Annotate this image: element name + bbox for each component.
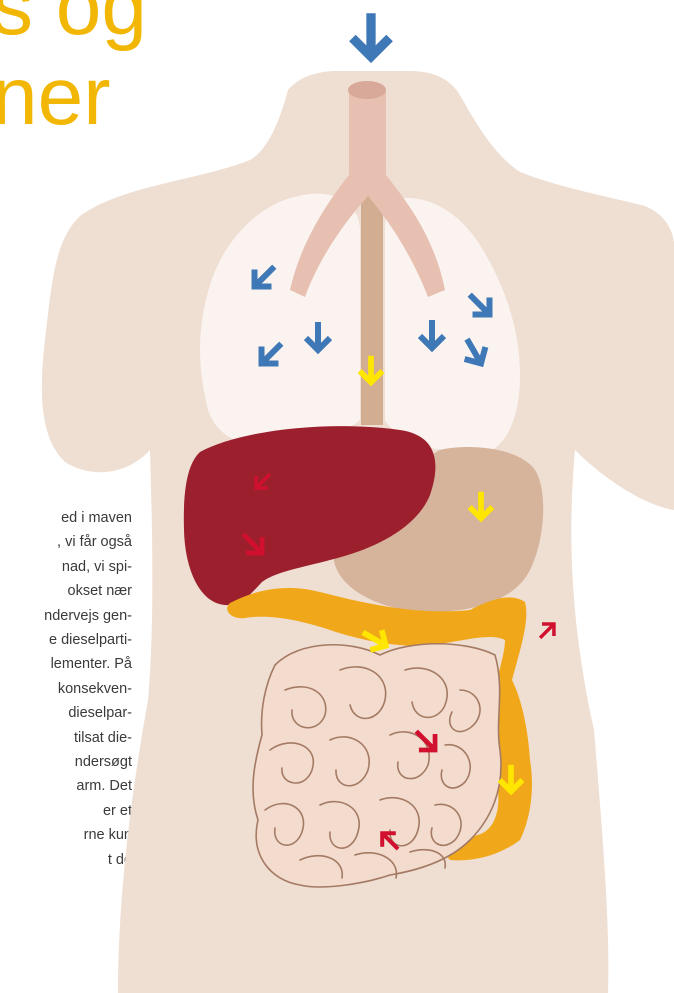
trachea-opening (348, 81, 386, 99)
air-flow-arrow-icon (352, 13, 389, 56)
esophagus (361, 190, 383, 425)
